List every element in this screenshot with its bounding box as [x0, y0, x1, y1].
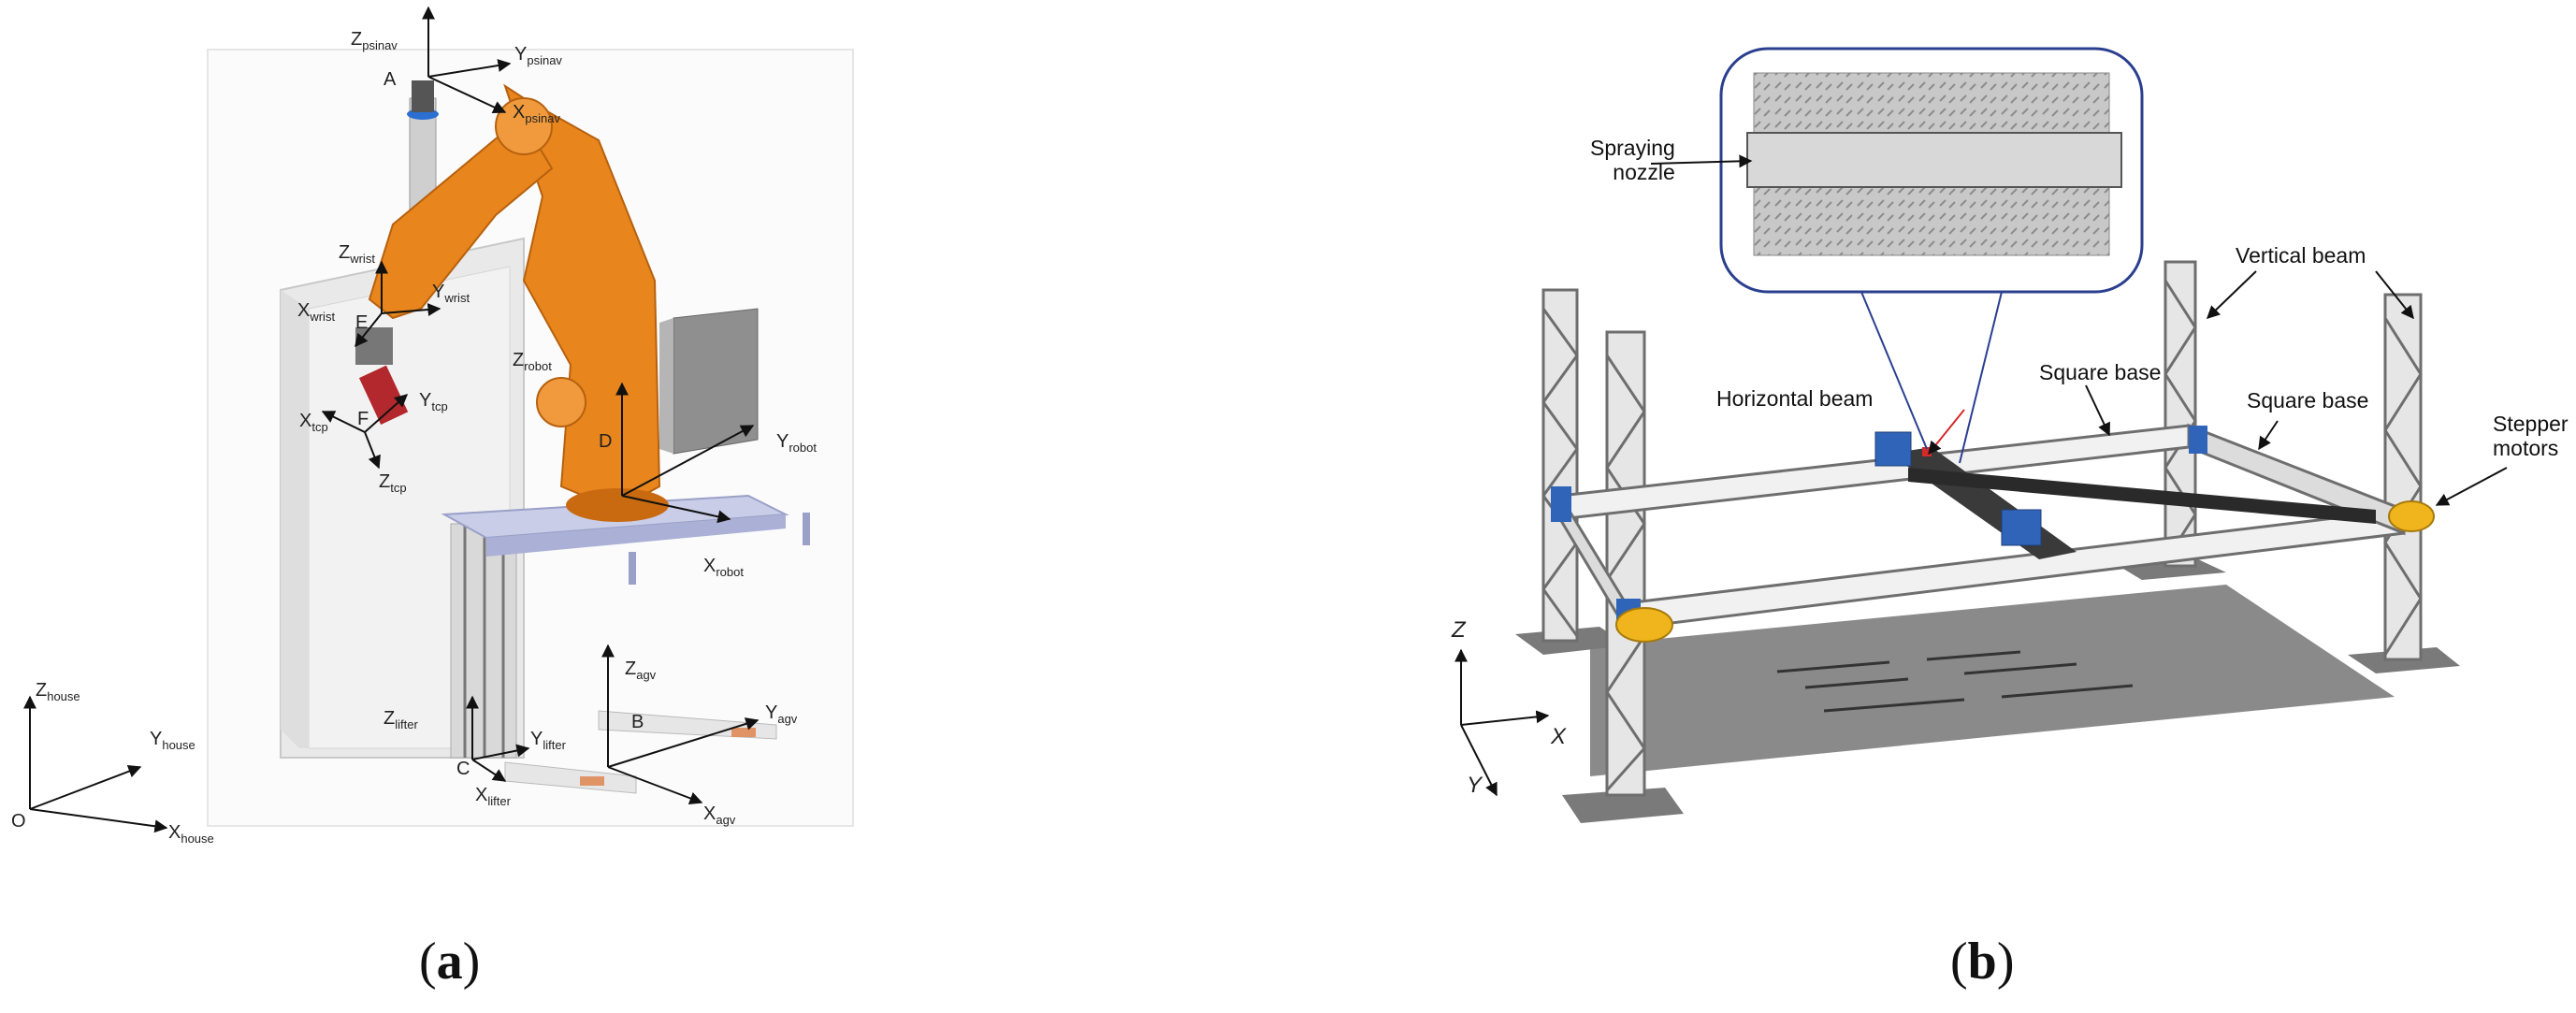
spray-floor: [1590, 585, 2395, 776]
y-agv-label: Yagv: [765, 702, 798, 726]
inset-connector: [1860, 291, 1928, 450]
wrist-tool: [355, 327, 393, 365]
caption-b: (b): [1950, 933, 2015, 991]
cable-chain: [1908, 468, 2376, 524]
stepper-motors-arrow: [2435, 467, 2508, 506]
square-base-arrow: [2085, 384, 2110, 437]
frame-house: [23, 695, 168, 833]
inset-connector: [1959, 291, 2003, 464]
z-house-label: Zhouse: [36, 680, 80, 703]
z-lifter-label: Zlifter: [384, 708, 418, 731]
frame-agv: [601, 644, 760, 805]
floor-marks: [1776, 650, 2134, 713]
spraying-nozzle-label: Spraying nozzle: [1590, 136, 1675, 185]
panel-b: Spraying nozzle Vertical beam Horizontal…: [1403, 0, 2576, 988]
y-robot-label: Yrobot: [776, 431, 817, 455]
panel-b-illustration: [1454, 47, 2508, 823]
z-robot-label: Zrobot: [513, 350, 552, 373]
vertical-beam: [1605, 330, 1646, 797]
vertical-beam-label: Vertical beam: [2236, 243, 2366, 268]
point-c-label: C: [456, 759, 470, 779]
square-base-rail: [1558, 424, 2191, 521]
point-a-label: A: [384, 69, 397, 90]
horizontal-beam-arrow: [1928, 409, 1965, 456]
x-psinav-label: Xpsinav: [513, 102, 560, 125]
blue-motor: [1551, 486, 1571, 522]
vertical-beam: [2164, 260, 2197, 568]
point-f-label: F: [357, 409, 369, 429]
point-e-label: E: [355, 312, 369, 333]
nozzle-bar: [1746, 132, 2122, 188]
y-lifter-label: Ylifter: [530, 729, 566, 752]
y-tcp-label: Ytcp: [419, 390, 448, 413]
sensor-head: [412, 80, 434, 112]
y-axis-label: Y: [1467, 773, 1483, 798]
x-wrist-label: Xwrist: [297, 300, 336, 324]
robot-base: [566, 488, 669, 522]
x-tcp-label: Xtcp: [299, 411, 328, 434]
x-house-label: Xhouse: [168, 822, 214, 846]
controller-side: [659, 318, 673, 454]
vertical-beam-arrow: [2375, 270, 2414, 320]
point-d-label: D: [599, 431, 613, 452]
agv-pad: [580, 776, 604, 786]
blue-motor: [1874, 431, 1912, 467]
frame-lifter: [466, 695, 530, 782]
square-base-label-2: Square base: [2247, 388, 2369, 412]
z-agv-label: Zagv: [625, 658, 657, 682]
z-psinav-label: Zpsinav: [351, 29, 398, 52]
agv-pad: [731, 728, 756, 737]
z-wrist-label: Zwrist: [339, 242, 375, 266]
frame-tcp: [321, 394, 409, 470]
axes-xyz: [1454, 648, 1550, 797]
robot-arm-upper: [368, 120, 554, 320]
blue-motor: [2189, 426, 2207, 454]
frame-wrist: [355, 260, 441, 348]
controller-cabinet: [673, 308, 759, 455]
red-marker: [1922, 447, 1932, 456]
platform-leg: [629, 552, 636, 585]
robot-joint: [536, 377, 586, 427]
z-tcp-label: Ztcp: [379, 471, 407, 495]
vertical-beam: [2383, 293, 2423, 661]
x-robot-label: Xrobot: [703, 556, 744, 579]
vertical-beam-arrow: [2206, 270, 2257, 319]
stepper-motors-label: Stepper motors: [2493, 412, 2569, 461]
x-lifter-label: Xlifter: [475, 785, 511, 808]
blue-motor: [2001, 509, 2042, 546]
x-agv-label: Xagv: [703, 803, 736, 827]
caption-a: (a): [419, 933, 481, 991]
yellow-motor: [1615, 607, 1673, 643]
horizontal-beam-label: Horizontal beam: [1716, 386, 1874, 411]
vertical-beam: [1541, 288, 1579, 643]
y-psinav-label: Ypsinav: [514, 44, 562, 67]
yellow-motor: [2388, 500, 2435, 532]
panel-a: A E F D B C O Zpsinav Ypsinav Xpsinav Zw…: [0, 0, 935, 988]
robot-platform-edge: [486, 514, 786, 557]
robot-joint: [495, 97, 553, 155]
frame-psinav: [422, 6, 512, 114]
frame-robot: [615, 382, 755, 524]
y-wrist-label: Ywrist: [432, 282, 470, 305]
tcp-tool: [358, 365, 409, 425]
base-plate: [1562, 788, 1684, 823]
point-b-label: B: [631, 712, 644, 732]
y-house-label: Yhouse: [150, 729, 195, 752]
x-axis-label: X: [1551, 724, 1567, 749]
tower-side: [281, 290, 309, 748]
z-axis-label: Z: [1452, 617, 1466, 643]
square-base-arrow: [2258, 420, 2279, 451]
spraying-nozzle-arrow: [1650, 154, 1753, 168]
square-base-label-1: Square base: [2039, 360, 2162, 384]
panel-a-illustration: [23, 6, 854, 833]
platform-leg: [803, 513, 810, 545]
point-o-label: O: [11, 811, 26, 832]
